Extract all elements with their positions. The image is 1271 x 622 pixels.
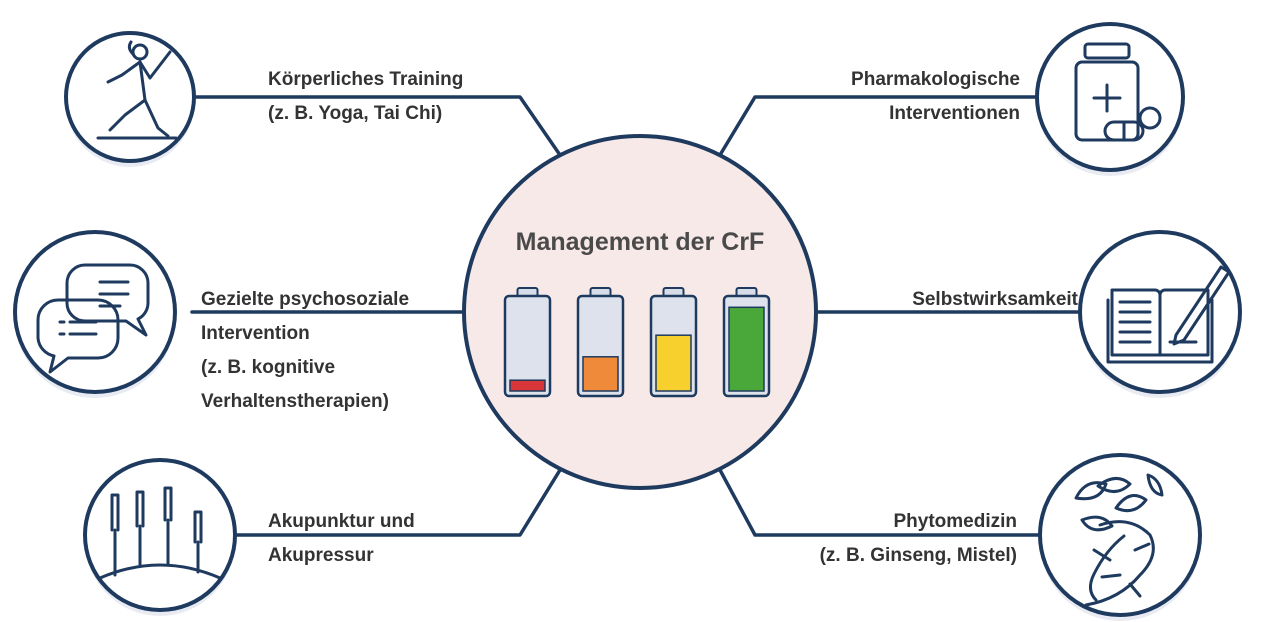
label-psychosocial-line-3: (z. B. kognitive [201, 357, 336, 378]
acupuncture-needles-icon [98, 486, 222, 580]
label-training: Körperliches Training (z. B. Yoga, Tai C… [268, 63, 463, 131]
battery-level [728, 306, 765, 392]
icon-training [64, 31, 196, 167]
label-pharmacological-line-2: Interventionen [889, 103, 1020, 124]
connector-training [175, 95, 562, 157]
battery-3 [649, 287, 698, 398]
battery-2 [576, 287, 625, 398]
book-pencil-icon [1106, 265, 1231, 364]
label-psychosocial-line-2: Intervention [201, 323, 310, 344]
yoga-pose-icon [96, 40, 178, 140]
label-training-line-2: (z. B. Yoga, Tai Chi) [268, 103, 443, 124]
label-psychosocial-line-4: Verhaltenstherapien) [201, 391, 389, 412]
label-acupuncture: Akupunktur und Akupressur [268, 505, 415, 573]
icon-phytomedicine [1038, 453, 1202, 621]
battery-level [582, 356, 619, 392]
label-acupuncture-line-2: Akupressur [268, 545, 374, 566]
label-phytomedicine: Phytomedizin (z. B. Ginseng, Mistel) [820, 505, 1017, 573]
connector-pharmacological [718, 95, 1094, 157]
label-pharmacological: Pharmakologische Interventionen [851, 63, 1020, 131]
battery-body [503, 294, 552, 398]
label-training-line-1: Körperliches Training [268, 69, 464, 90]
herb-root-icon [1074, 473, 1164, 607]
center-title: Management der CrF [515, 228, 765, 256]
battery-group [503, 287, 771, 398]
icon-self-efficacy [1078, 230, 1242, 398]
connectors [175, 95, 1094, 537]
speech-bubbles-icon [36, 263, 150, 374]
battery-4 [722, 287, 771, 398]
medicine-bottle-icon [1074, 42, 1162, 142]
label-phytomedicine-line-2: (z. B. Ginseng, Mistel) [819, 545, 1017, 566]
label-pharmacological-line-1: Pharmakologische [851, 69, 1020, 90]
label-psychosocial: Gezielte psychosoziale Intervention (z. … [201, 283, 409, 419]
center-circle [462, 134, 818, 490]
icon-acupuncture [83, 458, 237, 616]
label-self-efficacy-line-1: Selbstwirksamkeit [912, 289, 1078, 310]
label-acupuncture-line-1: Akupunktur und [268, 511, 415, 532]
label-psychosocial-line-1: Gezielte psychosoziale [201, 289, 410, 310]
connector-acupuncture [175, 468, 562, 537]
battery-level [655, 334, 692, 392]
label-phytomedicine-line-1: Phytomedizin [893, 511, 1017, 532]
battery-1 [503, 287, 552, 398]
icon-psychosocial [13, 230, 177, 398]
label-self-efficacy: Selbstwirksamkeit [912, 283, 1078, 317]
icon-pharmacological [1035, 22, 1185, 176]
battery-level [509, 379, 546, 392]
connector-phytomedicine [718, 468, 1094, 537]
